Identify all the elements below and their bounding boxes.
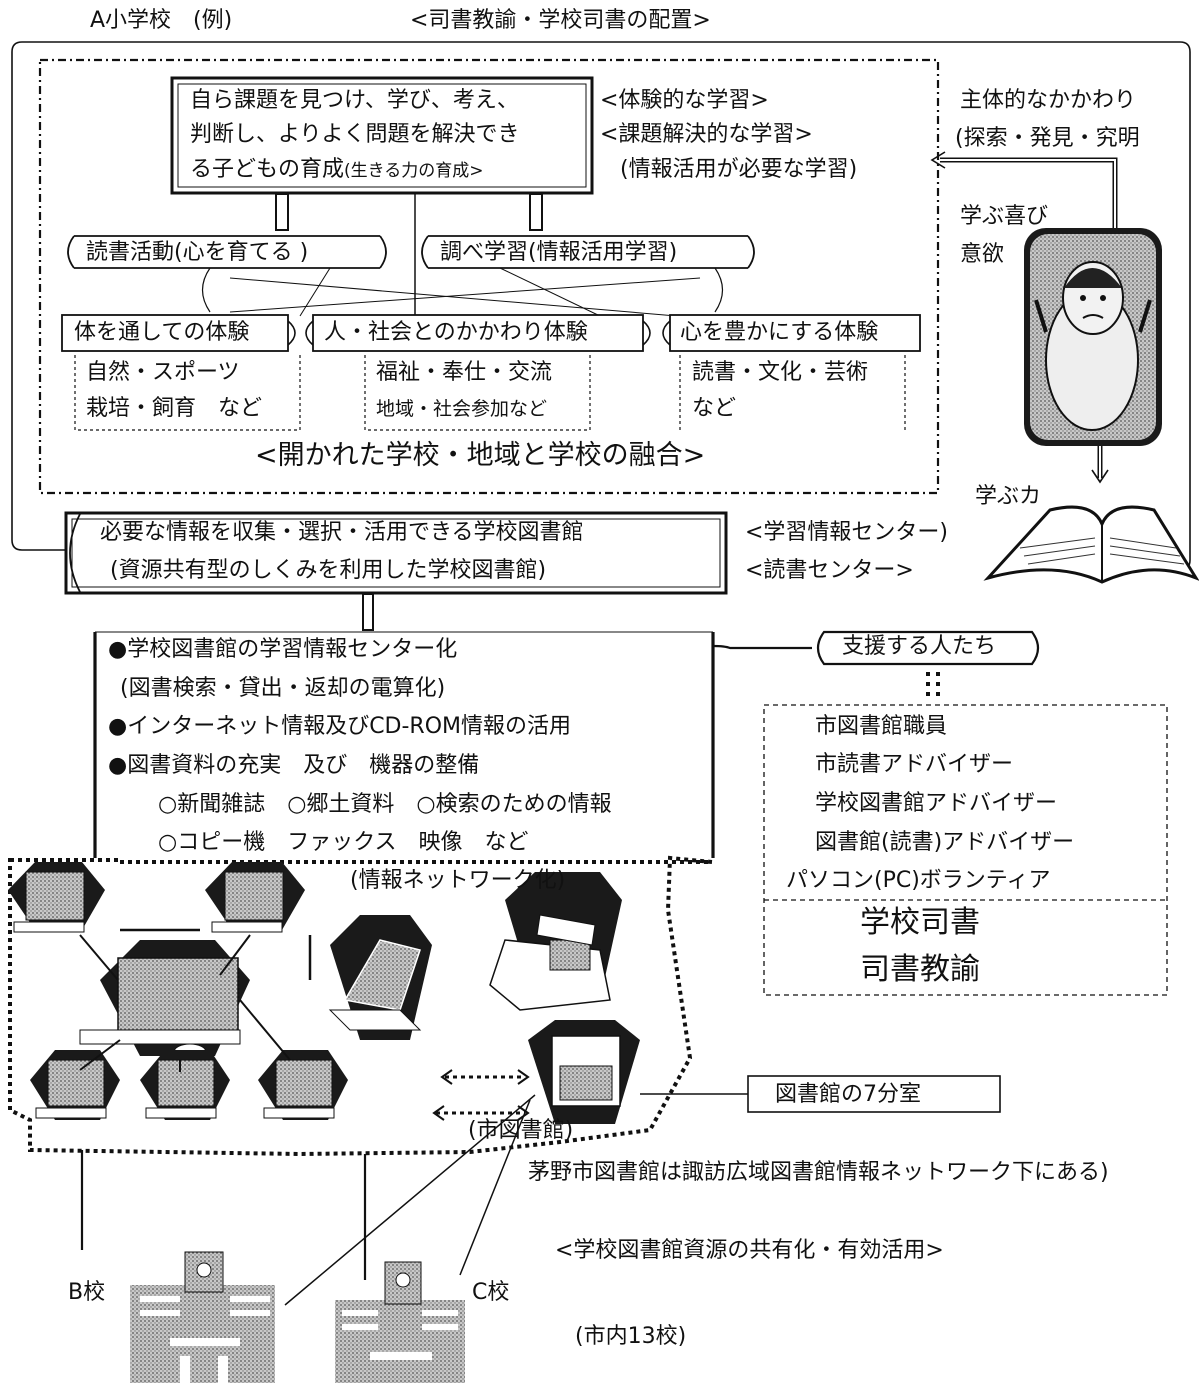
support-person: パソコン(PC)ボランティア: [786, 868, 1051, 893]
staffing-title: <司書教諭・学校司書の配置>: [410, 8, 711, 33]
support-person: 学校図書館アドバイザー: [815, 791, 1058, 816]
joy-line1: 学ぶ喜び: [960, 204, 1049, 229]
reading-activity: 読書活動(心を育てる ): [86, 240, 309, 265]
joy-line2: 意欲: [960, 242, 1005, 267]
heart-experience-line1: 読書・文化・芸術: [692, 360, 869, 385]
feature-item: (図書検索・貸出・返却の電算化): [120, 676, 446, 701]
feature-item: ●インターネット情報及びCD-ROM情報の活用: [108, 714, 572, 739]
involvement-line2: (探索・発見・究明: [955, 126, 1140, 151]
goal-line1: 自ら課題を見つけ、学び、考え、: [190, 88, 519, 113]
info-needed-learning: (情報活用が必要な学習): [620, 157, 858, 182]
goal-line3: る子どもの育成(生きる力の育成>: [190, 157, 484, 182]
support-person: 図書館(読書)アドバイザー: [815, 830, 1075, 855]
feature-item: ○コピー機 ファックス 映像 など: [158, 830, 529, 855]
school-c-building: [335, 1261, 465, 1383]
body-experience-line1: 自然・スポーツ: [86, 360, 240, 385]
research-learning: 調べ学習(情報活用学習): [440, 240, 678, 265]
school-librarian: 学校司書: [860, 905, 980, 940]
feature-item: ●学校図書館の学習情報センター化: [108, 637, 458, 662]
society-experience-title: 人・社会とのかかわり体験: [324, 320, 588, 345]
heart-experience-line2: など: [692, 396, 737, 421]
learning-info-center: <学習情報センター): [745, 520, 949, 545]
goal-line3-small: (生きる力の育成>: [344, 161, 484, 181]
heart-experience-title: 心を豊かにする体験: [680, 320, 879, 345]
feature-item: ●図書資料の充実 及び 機器の整備: [108, 753, 480, 778]
support-person: 市図書館職員: [815, 714, 948, 739]
network-label: (情報ネットワーク化): [350, 868, 566, 893]
network-computers: [8, 862, 640, 1124]
goal-line2: 判断し、よりよく問題を解決でき: [190, 122, 520, 147]
learning-power: 学ぶカ: [975, 484, 1042, 509]
school-c-label: C校: [472, 1280, 510, 1305]
body-experience-line2: 栽培・飼育 など: [86, 396, 263, 421]
school-b-building: [130, 1251, 275, 1383]
body-experience-title: 体を通しての体験: [74, 320, 250, 345]
open-school-caption: <開かれた学校・地域と学校の融合>: [255, 440, 706, 471]
teacher-librarian: 司書教諭: [860, 952, 980, 987]
experiential-learning: <体験的な学習>: [600, 88, 769, 113]
feature-item: ○新聞雑誌 ○郷土資料 ○検索のための情報: [158, 792, 612, 817]
network-note: 茅野市図書館は諏訪広域図書館情報ネットワーク下にある): [528, 1160, 1109, 1185]
reading-center: <読書センター>: [745, 558, 914, 583]
city-library-label: (市図書館): [468, 1118, 574, 1143]
resource-sharing-caption: <学校図書館資源の共有化・有効活用>: [555, 1238, 944, 1263]
branch-library-label: 図書館の7分室: [775, 1082, 921, 1107]
society-experience-line1: 福祉・奉仕・交流: [376, 360, 553, 385]
problem-solving-learning: <課題解決的な学習>: [600, 122, 813, 147]
library-line2: (資源共有型のしくみを利用した学校図書館): [110, 558, 547, 583]
support-title: 支援する人たち: [842, 634, 997, 659]
school-count: (市内13校): [575, 1324, 687, 1349]
school-label: A小学校 (例): [90, 8, 233, 33]
support-person: 市読書アドバイザー: [815, 752, 1014, 777]
society-experience-line2: 地域・社会参加など: [376, 398, 548, 420]
library-line1: 必要な情報を収集・選択・活用できる学校図書館: [100, 520, 584, 545]
school-b-label: B校: [68, 1280, 106, 1305]
involvement-line1: 主体的なかかわり: [960, 88, 1137, 113]
